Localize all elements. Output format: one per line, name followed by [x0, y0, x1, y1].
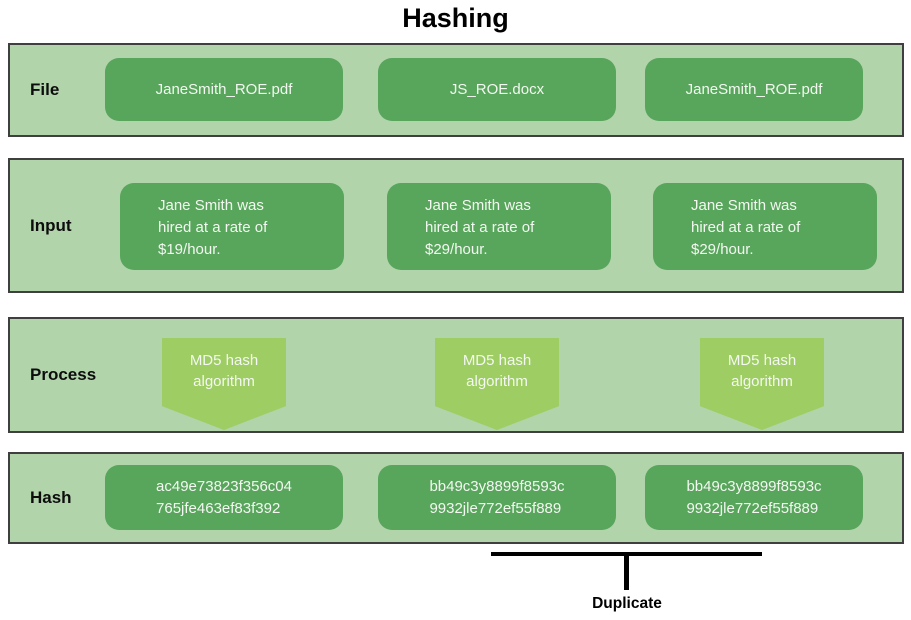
diagram-title: Hashing — [402, 3, 509, 33]
input-node-1-text: Jane Smith was hired at a rate of $19/ho… — [158, 197, 268, 258]
duplicate-bracket-stem — [624, 552, 629, 590]
hash-node-2: bb49c3y8899f8593c 9932jle772ef55f889 — [378, 465, 616, 530]
md5-process-arrow-1-text: MD5 hash algorithm — [189, 352, 259, 390]
input-node-3: Jane Smith was hired at a rate of $29/ho… — [653, 183, 877, 270]
process-row: Process MD5 hash algorithm MD5 hash algo… — [8, 317, 904, 433]
hash-node-1: ac49e73823f356c04 765jfe463ef83f392 — [105, 465, 343, 530]
md5-process-arrow-2: MD5 hash algorithm — [435, 338, 559, 430]
file-node-3: JaneSmith_ROE.pdf — [645, 58, 863, 121]
input-row: Input Jane Smith was hired at a rate of … — [8, 158, 904, 293]
hash-node-3-text: bb49c3y8899f8593c 9932jle772ef55f889 — [686, 477, 822, 517]
input-node-3-text: Jane Smith was hired at a rate of $29/ho… — [691, 197, 801, 258]
file-node-1: JaneSmith_ROE.pdf — [105, 58, 343, 121]
process-row-label: Process — [30, 365, 97, 384]
hash-row-label: Hash — [30, 488, 72, 507]
hash-node-1-text: ac49e73823f356c04 765jfe463ef83f392 — [156, 477, 292, 517]
file-node-2: JS_ROE.docx — [378, 58, 616, 121]
hash-node-2-text: bb49c3y8899f8593c 9932jle772ef55f889 — [429, 477, 565, 517]
hash-node-3: bb49c3y8899f8593c 9932jle772ef55f889 — [645, 465, 863, 530]
file-row-label: File — [30, 80, 60, 99]
input-node-2-text: Jane Smith was hired at a rate of $29/ho… — [425, 197, 535, 258]
md5-process-arrow-1: MD5 hash algorithm — [162, 338, 286, 430]
file-row: File JaneSmith_ROE.pdf JS_ROE.docx JaneS… — [8, 43, 904, 137]
hash-row: Hash ac49e73823f356c04 765jfe463ef83f392… — [8, 452, 904, 544]
md5-process-arrow-2-text: MD5 hash algorithm — [462, 352, 532, 390]
input-row-label: Input — [30, 215, 72, 235]
md5-process-arrow-3: MD5 hash algorithm — [700, 338, 824, 430]
md5-process-arrow-3-text: MD5 hash algorithm — [727, 352, 797, 390]
duplicate-label: Duplicate — [592, 595, 662, 612]
input-node-2: Jane Smith was hired at a rate of $29/ho… — [387, 183, 611, 270]
input-node-1: Jane Smith was hired at a rate of $19/ho… — [120, 183, 344, 270]
